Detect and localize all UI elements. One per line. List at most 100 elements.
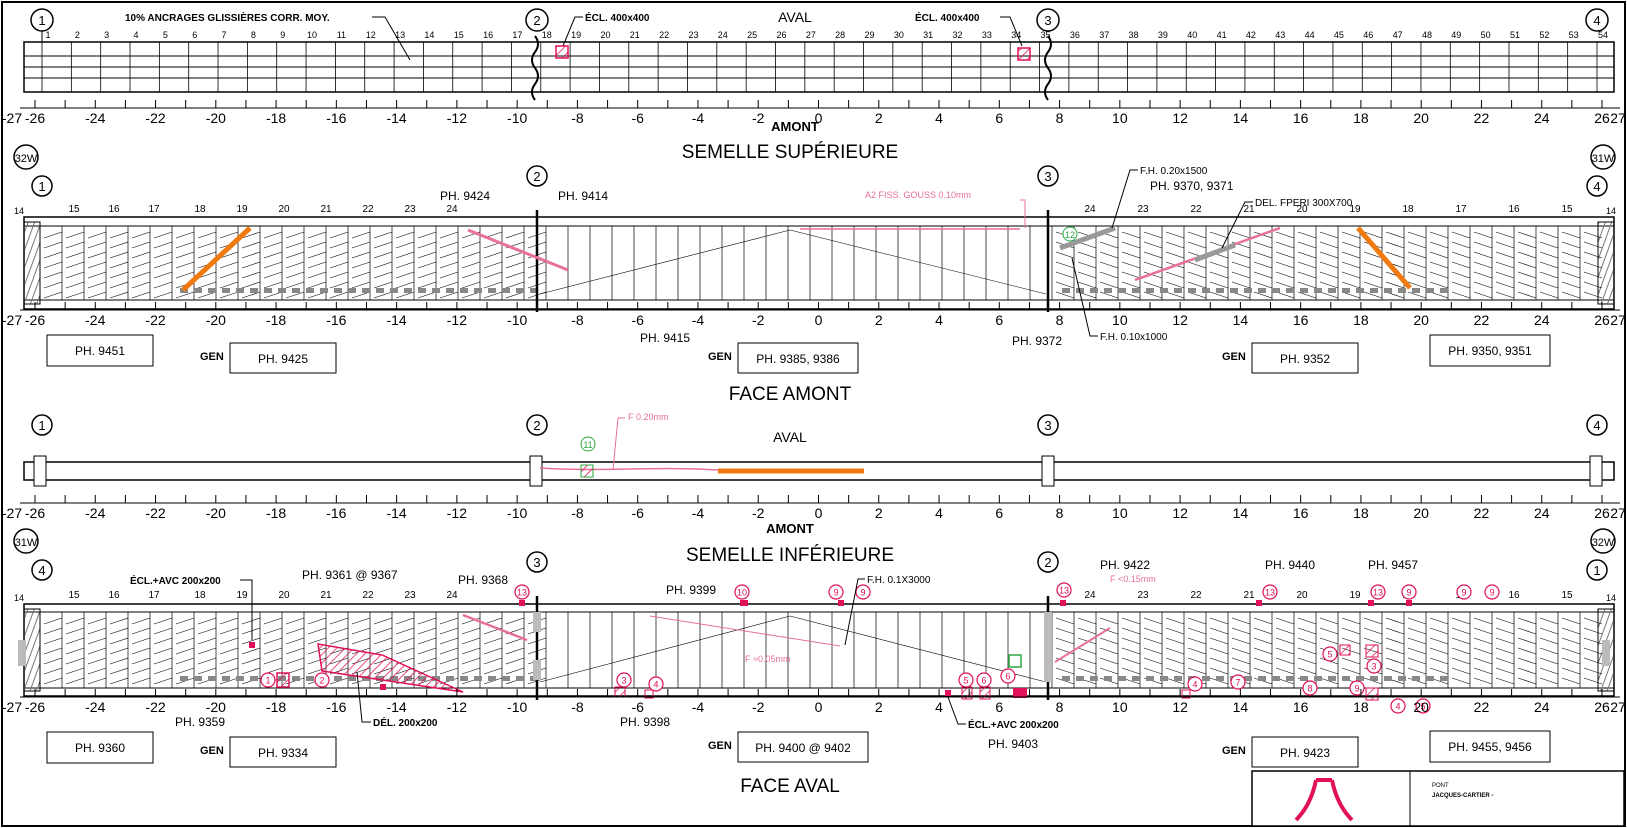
shear-hatch: [65, 251, 85, 259]
corrosion-mark: [1300, 676, 1308, 681]
svg-text:2: 2: [533, 169, 540, 184]
shear-hatch: [109, 241, 129, 249]
shear-hatch: [1143, 627, 1163, 635]
axis-tick-label: 20: [1413, 312, 1429, 328]
shear-hatch: [109, 291, 129, 299]
repair-line: [1356, 226, 1412, 290]
shear-hatch: [539, 615, 791, 683]
shear-hatch: [1407, 231, 1427, 239]
shear-hatch: [1539, 677, 1559, 685]
shear-hatch: [1121, 617, 1141, 625]
shear-hatch: [1077, 657, 1097, 665]
shear-hatch: [461, 667, 481, 675]
shear-hatch: [219, 231, 239, 239]
shear-hatch: [1495, 627, 1515, 635]
shear-hatch: [351, 271, 371, 279]
shear-hatch: [1165, 627, 1185, 635]
axis-tick-label: -12: [447, 699, 467, 715]
shear-hatch: [1121, 271, 1141, 279]
bolt-number: 51: [1510, 30, 1520, 40]
shear-hatch: [197, 281, 217, 289]
shear-hatch: [1539, 281, 1559, 289]
shear-hatch: [1165, 667, 1185, 675]
bolt-number: 9: [280, 30, 285, 40]
shear-hatch: [153, 231, 173, 239]
svg-text:8: 8: [1307, 684, 1312, 694]
shear-hatch: [1561, 627, 1581, 635]
axis-tick-label: -20: [206, 110, 226, 126]
shear-hatch: [197, 251, 217, 259]
axis-tick-label: 26: [1594, 312, 1610, 328]
shear-hatch: [109, 657, 129, 665]
axis-tick-label: 18: [1353, 505, 1369, 521]
axis-tick-label: 14: [1233, 699, 1249, 715]
defect-zone: [317, 643, 464, 693]
corrosion-mark: [1384, 676, 1392, 681]
shear-hatch: [175, 627, 195, 635]
shear-hatch: [1231, 667, 1251, 675]
axis-tick-label: 20: [1413, 110, 1429, 126]
stiffener-number: 22: [362, 590, 374, 601]
flange-plate: [23, 461, 1615, 481]
shear-hatch: [87, 271, 107, 279]
photo-label: PH. 9415: [640, 331, 690, 345]
svg-text:1: 1: [1593, 563, 1600, 578]
svg-text:PH. 9425: PH. 9425: [258, 352, 308, 366]
stiffener-number: 22: [362, 204, 374, 215]
shear-hatch: [351, 261, 371, 269]
crack-line: [539, 467, 719, 471]
shear-hatch: [1517, 677, 1537, 685]
axis-marker: 2: [526, 414, 548, 436]
shear-hatch: [1341, 261, 1361, 269]
defect-number-marker: 3: [616, 672, 632, 688]
shear-hatch: [1341, 241, 1361, 249]
shear-hatch: [175, 271, 195, 279]
shear-hatch: [1187, 271, 1207, 279]
shear-hatch: [1143, 281, 1163, 289]
shear-hatch: [131, 617, 151, 625]
crack-note: F 0.20mm: [628, 412, 669, 422]
photo-label: PH. 9372: [1012, 334, 1062, 348]
shear-hatch: [241, 617, 261, 625]
web-stiffeners: [39, 226, 1603, 300]
shear-hatch: [1231, 261, 1251, 269]
axis-marker: 3: [1037, 165, 1059, 187]
shear-hatch: [153, 667, 173, 675]
svg-text:3: 3: [1044, 169, 1051, 184]
stiffener-number: 23: [1137, 590, 1149, 601]
shear-hatch: [65, 617, 85, 625]
shear-hatch: [65, 261, 85, 269]
shear-hatch: [1143, 637, 1163, 645]
defect-marker: [1017, 47, 1031, 61]
shear-hatch: [351, 251, 371, 259]
shear-hatch: [461, 637, 481, 645]
axis-marker: 3: [526, 551, 548, 573]
corrosion-mark: [1132, 676, 1140, 681]
shear-hatch: [1187, 657, 1207, 665]
shear-hatch: [307, 271, 327, 279]
corrosion-mark: [1244, 288, 1252, 293]
ecl-label: ÉCL.+AVC 200x200: [968, 718, 1059, 731]
axis-tick-label: 6: [995, 110, 1003, 126]
shear-hatch: [1187, 637, 1207, 645]
stiffener-number: 22: [1190, 204, 1202, 215]
svg-text:31W: 31W: [15, 537, 38, 549]
shear-hatch: [1451, 677, 1471, 685]
corrosion-mark: [180, 676, 188, 681]
shear-hatch: [329, 281, 349, 289]
ecl-label: ÉCL. 400x400: [915, 11, 980, 24]
shear-hatch: [241, 667, 261, 675]
shear-hatch: [395, 617, 415, 625]
shear-hatch: [1297, 647, 1317, 655]
shear-hatch: [241, 627, 261, 635]
stiffener-number: 21: [1243, 590, 1255, 601]
stiffener-number: 16: [1508, 590, 1520, 601]
defect-number-marker: 9: [1456, 584, 1472, 600]
axis-tick-label: -24: [85, 699, 105, 715]
bridge-logo-icon: [1294, 778, 1354, 822]
corrosion-mark: [1300, 288, 1308, 293]
shear-hatch: [1407, 271, 1427, 279]
axis-tick-label: 22: [1474, 699, 1490, 715]
